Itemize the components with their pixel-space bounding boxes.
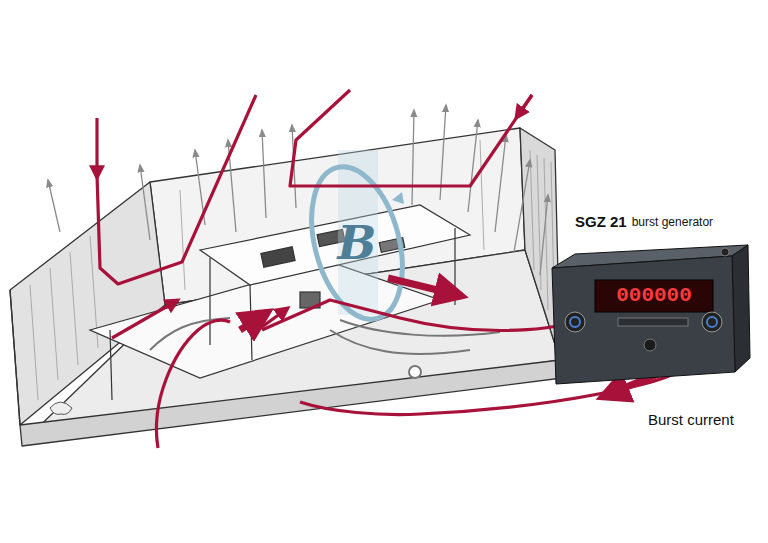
counter-display: 000000	[616, 284, 692, 307]
magnetic-field-ring	[296, 150, 418, 329]
device-name: SGZ 21	[575, 214, 627, 231]
housing	[10, 128, 562, 446]
cables	[50, 318, 500, 414]
burst-generator	[552, 245, 750, 384]
circuit-boards	[90, 205, 470, 400]
field-symbol: B	[338, 218, 377, 269]
field-lines	[48, 105, 548, 275]
device-caption: burst generator	[632, 216, 713, 229]
current-label: Burst current	[648, 412, 734, 429]
